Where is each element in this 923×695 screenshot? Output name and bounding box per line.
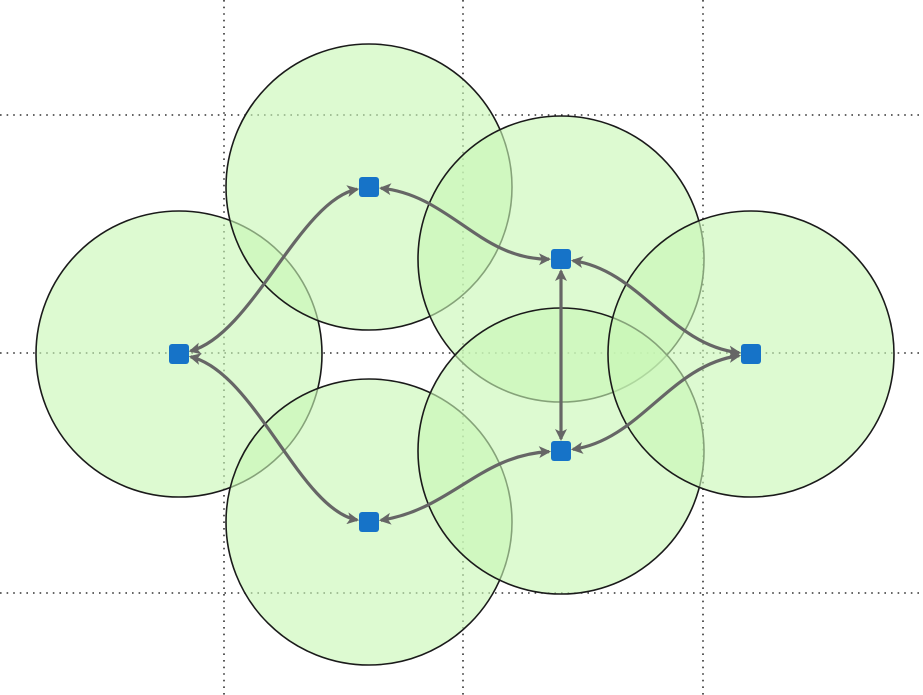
coverage-ranges xyxy=(35,43,895,666)
link-upper-right-to-right xyxy=(570,256,742,358)
link-lower-right-to-right xyxy=(570,351,742,454)
link-upper-left-to-upper-right xyxy=(378,183,552,266)
nodes xyxy=(169,177,761,532)
node-lower-left[interactable] xyxy=(359,512,379,532)
node-upper-left[interactable] xyxy=(359,177,379,197)
node-left[interactable] xyxy=(169,344,189,364)
links xyxy=(188,183,742,525)
link-lower-left-to-lower-right xyxy=(378,446,552,525)
link-left-to-lower-left xyxy=(188,353,360,525)
link-left-to-upper-left xyxy=(188,185,360,355)
node-lower-right[interactable] xyxy=(551,441,571,461)
node-right[interactable] xyxy=(741,344,761,364)
node-upper-right[interactable] xyxy=(551,249,571,269)
